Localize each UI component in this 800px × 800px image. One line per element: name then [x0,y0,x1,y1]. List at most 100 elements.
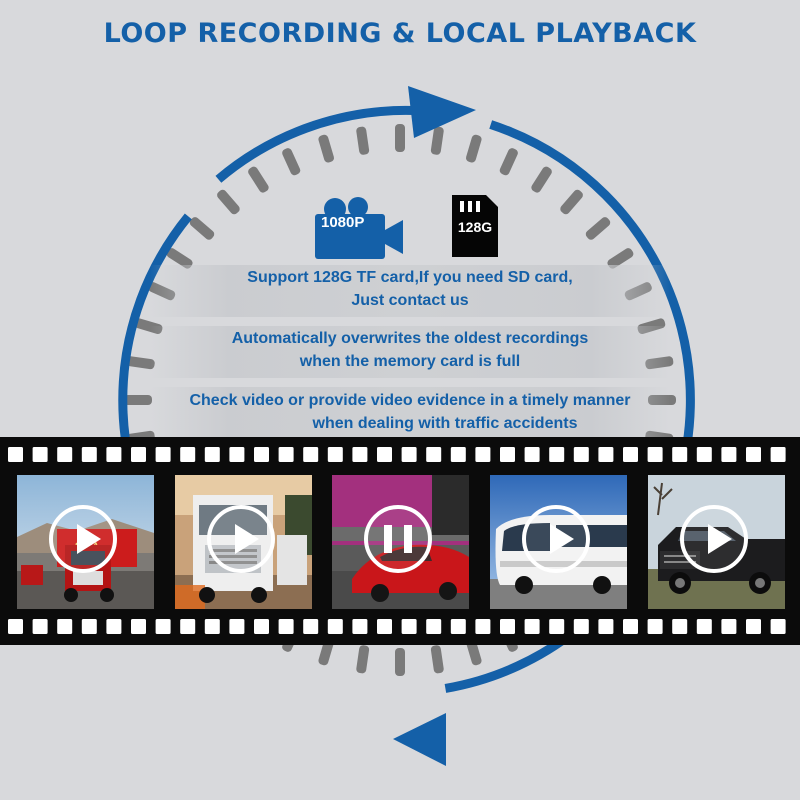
loop-arrow-top-icon [408,86,476,138]
video-thumbnail-2[interactable] [175,475,312,609]
sprocket-hole [327,447,343,462]
ring-segment [318,134,334,163]
ring-segment [217,189,240,215]
feature-text-3: Check video or provide video evidence in… [100,389,720,435]
sprocket-hole [450,447,466,462]
sprocket-hole [204,619,220,634]
play-button[interactable] [522,505,590,573]
sprocket-hole [746,619,761,634]
camera-resolution-label: 1080P [321,214,365,231]
sprocket-hole [401,447,417,462]
play-button[interactable] [49,505,117,573]
ring-segment [248,166,269,193]
sprocket-hole [573,619,589,634]
feature-text-2: Automatically overwrites the oldest reco… [110,327,710,373]
sprocket-hole [229,619,245,634]
feature-2-line-2: when the memory card is full [299,353,521,370]
ring-segment [395,648,405,676]
sprocket-hole [155,619,171,634]
play-icon [77,524,101,554]
feature-2-line-1: Automatically overwrites the oldest reco… [231,330,589,347]
feature-band-2 [150,326,670,378]
video-thumbnail-4[interactable] [490,475,627,609]
sprocket-hole [573,447,589,462]
sprocket-hole [106,447,122,462]
sprocket-hole [131,447,146,462]
sprocket-hole [746,447,761,462]
sprocket-hole [500,447,515,462]
camera-badge: 1080P [313,196,405,260]
play-icon [708,524,732,554]
sprocket-hole [229,447,245,462]
sprocket-hole [303,619,319,634]
video-thumbnail-3[interactable] [332,475,469,609]
sprocket-hole [180,619,196,634]
ring-segment [430,645,444,674]
sprocket-hole [377,619,392,634]
play-button[interactable] [680,505,748,573]
filmstrip: SAJA [0,437,800,645]
sprocket-hole [57,619,73,634]
loop-arc-top [215,105,425,183]
ring-segment [466,134,482,163]
sprocket-hole [770,619,786,634]
sprocket-hole [81,619,97,634]
feature-band-3 [150,387,670,439]
filmstrip-sprocket-holes-top [8,447,786,462]
sprocket-hole [106,619,122,634]
sprocket-hole [623,619,638,634]
sprocket-hole [598,447,614,462]
sprocket-hole [524,619,540,634]
play-button[interactable] [207,505,275,573]
sprocket-hole [8,619,23,634]
feature-3-line-1: Check video or provide video evidence in… [189,392,631,409]
play-icon [235,524,259,554]
ring-segment [430,126,444,155]
sprocket-hole [32,619,48,634]
sd-card-icon [452,195,498,257]
loop-arrow-bottom-icon [393,713,446,766]
sprocket-hole [327,619,343,634]
sprocket-hole [278,619,294,634]
sprocket-hole [647,447,663,462]
ring-segment [560,189,583,215]
ring-segment [189,217,215,240]
sprocket-hole [57,447,73,462]
video-thumbnail-1[interactable]: SAJA [17,475,154,609]
ring-segment [585,217,611,240]
video-thumbnail-5[interactable] [648,475,785,609]
ring-segment [356,126,370,155]
sprocket-hole [524,447,540,462]
sprocket-hole [204,447,220,462]
feature-1-line-2: Just contact us [351,292,469,309]
sprocket-hole [254,447,269,462]
sprocket-hole [131,619,146,634]
sprocket-hole [254,619,269,634]
sprocket-hole [81,447,97,462]
ring-segment [282,148,301,176]
sprocket-hole [352,619,368,634]
sprocket-hole [549,619,565,634]
sprocket-hole [352,447,368,462]
play-icon [550,524,574,554]
ring-segment [124,395,152,405]
pause-button[interactable] [364,505,432,573]
sd-card-capacity-label: 128G [457,219,493,235]
sprocket-hole [672,447,688,462]
sprocket-hole [647,619,663,634]
sprocket-hole [623,447,638,462]
sprocket-hole [721,619,737,634]
ring-segment [499,148,518,176]
ring-segment [531,166,552,193]
sprocket-hole [549,447,565,462]
sprocket-hole [721,447,737,462]
sprocket-hole [598,619,614,634]
sprocket-hole [377,447,392,462]
feature-1-line-1: Support 128G TF card,If you need SD card… [247,269,573,286]
sprocket-hole [696,619,712,634]
sprocket-hole [155,447,171,462]
sprocket-hole [401,619,417,634]
ring-segment [395,124,405,152]
sprocket-hole [8,447,23,462]
sprocket-hole [696,447,712,462]
